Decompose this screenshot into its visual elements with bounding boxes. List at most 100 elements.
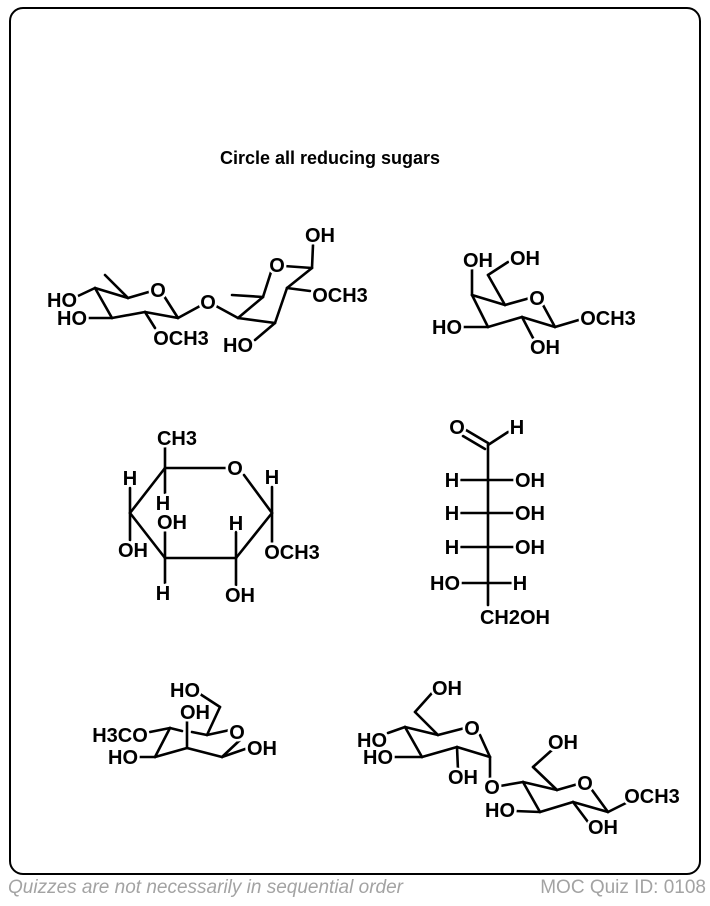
bond-line	[413, 710, 440, 737]
atom-label: H	[445, 503, 459, 525]
bond-line	[253, 321, 277, 342]
bond-line	[273, 286, 289, 325]
atom-label: H	[513, 573, 527, 595]
atom-label: OH	[157, 512, 187, 534]
atom-label: CH3	[157, 428, 197, 450]
bond-line	[176, 304, 202, 320]
atom-label: H	[229, 513, 243, 535]
atom-label: HO	[432, 317, 462, 339]
atom-label: H	[265, 467, 279, 489]
bond-line	[185, 746, 224, 759]
bond-line	[214, 304, 240, 320]
bond-line	[470, 293, 507, 307]
bond-line	[282, 264, 314, 270]
atom-label: H	[445, 470, 459, 492]
bond-line	[128, 466, 167, 515]
bond-line	[571, 800, 610, 814]
bond-line	[153, 746, 189, 759]
bond-line	[521, 780, 542, 814]
atom-label: O	[229, 722, 245, 744]
bond-line	[103, 273, 130, 300]
bond-line	[162, 294, 180, 320]
atom-label: HO	[363, 747, 393, 769]
bond-line	[93, 286, 114, 320]
bond-line	[236, 316, 277, 325]
atom-label: HO	[357, 730, 387, 752]
atom-label: CH2OH	[480, 607, 550, 629]
bond-line	[486, 430, 510, 447]
atom-label: H	[156, 583, 170, 605]
bond-line	[436, 726, 467, 737]
bond-line	[230, 293, 265, 299]
bond-line	[76, 286, 97, 298]
atom-label: OH	[515, 537, 545, 559]
bond-line	[143, 310, 180, 320]
bond-line	[486, 315, 524, 329]
atom-label: OH	[463, 250, 493, 272]
bond-line	[538, 800, 575, 814]
bond-line	[190, 730, 209, 737]
bond-line	[420, 745, 459, 759]
atom-label: HO	[108, 747, 138, 769]
atom-label: OCH3	[264, 542, 320, 564]
atom-label: H	[445, 537, 459, 559]
bond-line	[93, 286, 130, 300]
bond-line	[531, 748, 554, 769]
atom-label: H	[123, 468, 137, 490]
bond-line	[261, 270, 273, 299]
atom-label: H	[510, 417, 524, 439]
bond-line	[486, 260, 510, 277]
bond-line	[521, 780, 559, 792]
bond-line	[205, 728, 232, 737]
bond-line	[571, 800, 590, 824]
bond-line	[285, 286, 312, 293]
atom-label: OH	[515, 470, 545, 492]
bond-line	[153, 726, 172, 759]
atom-label: O	[577, 773, 593, 795]
bond-line	[205, 705, 222, 737]
atom-label: O	[464, 718, 480, 740]
bond-line	[461, 434, 487, 451]
atom-label: O	[529, 288, 545, 310]
bond-line	[413, 691, 434, 714]
quiz-title: Circle all reducing sugars	[219, 148, 441, 168]
bond-line	[110, 310, 147, 320]
bond-line	[386, 725, 407, 735]
bond-line	[220, 738, 242, 759]
bond-line	[464, 428, 490, 445]
atom-label: O	[150, 280, 166, 302]
bond-line	[285, 266, 314, 290]
atom-label: OH	[548, 732, 578, 754]
bond-line	[531, 765, 559, 792]
bond-line	[128, 511, 167, 560]
atom-label: OH	[180, 702, 210, 724]
atom-label: OH	[225, 585, 255, 607]
bond-line	[606, 799, 632, 814]
bond-line	[513, 809, 542, 814]
atom-label: OH	[247, 738, 277, 760]
atom-label: OH	[118, 540, 148, 562]
bond-line	[310, 243, 315, 270]
atom-label: OH	[448, 767, 478, 789]
bond-line	[478, 733, 492, 759]
bond-line	[236, 295, 265, 320]
footer-note: Quizzes are not necessarily in sequentia…	[8, 877, 403, 898]
atom-label: HO	[47, 290, 77, 312]
atom-label: H	[156, 493, 170, 515]
atom-label: OH	[432, 678, 462, 700]
atom-label: O	[484, 777, 500, 799]
bond-line	[486, 273, 507, 307]
atom-label: OH	[530, 337, 560, 359]
bond-line	[470, 293, 490, 329]
bond-line	[541, 303, 557, 329]
quiz-id: MOC Quiz ID: 0108	[540, 877, 706, 898]
bond-line	[553, 317, 584, 329]
bond-line	[198, 692, 222, 709]
atom-label: OH	[515, 503, 545, 525]
